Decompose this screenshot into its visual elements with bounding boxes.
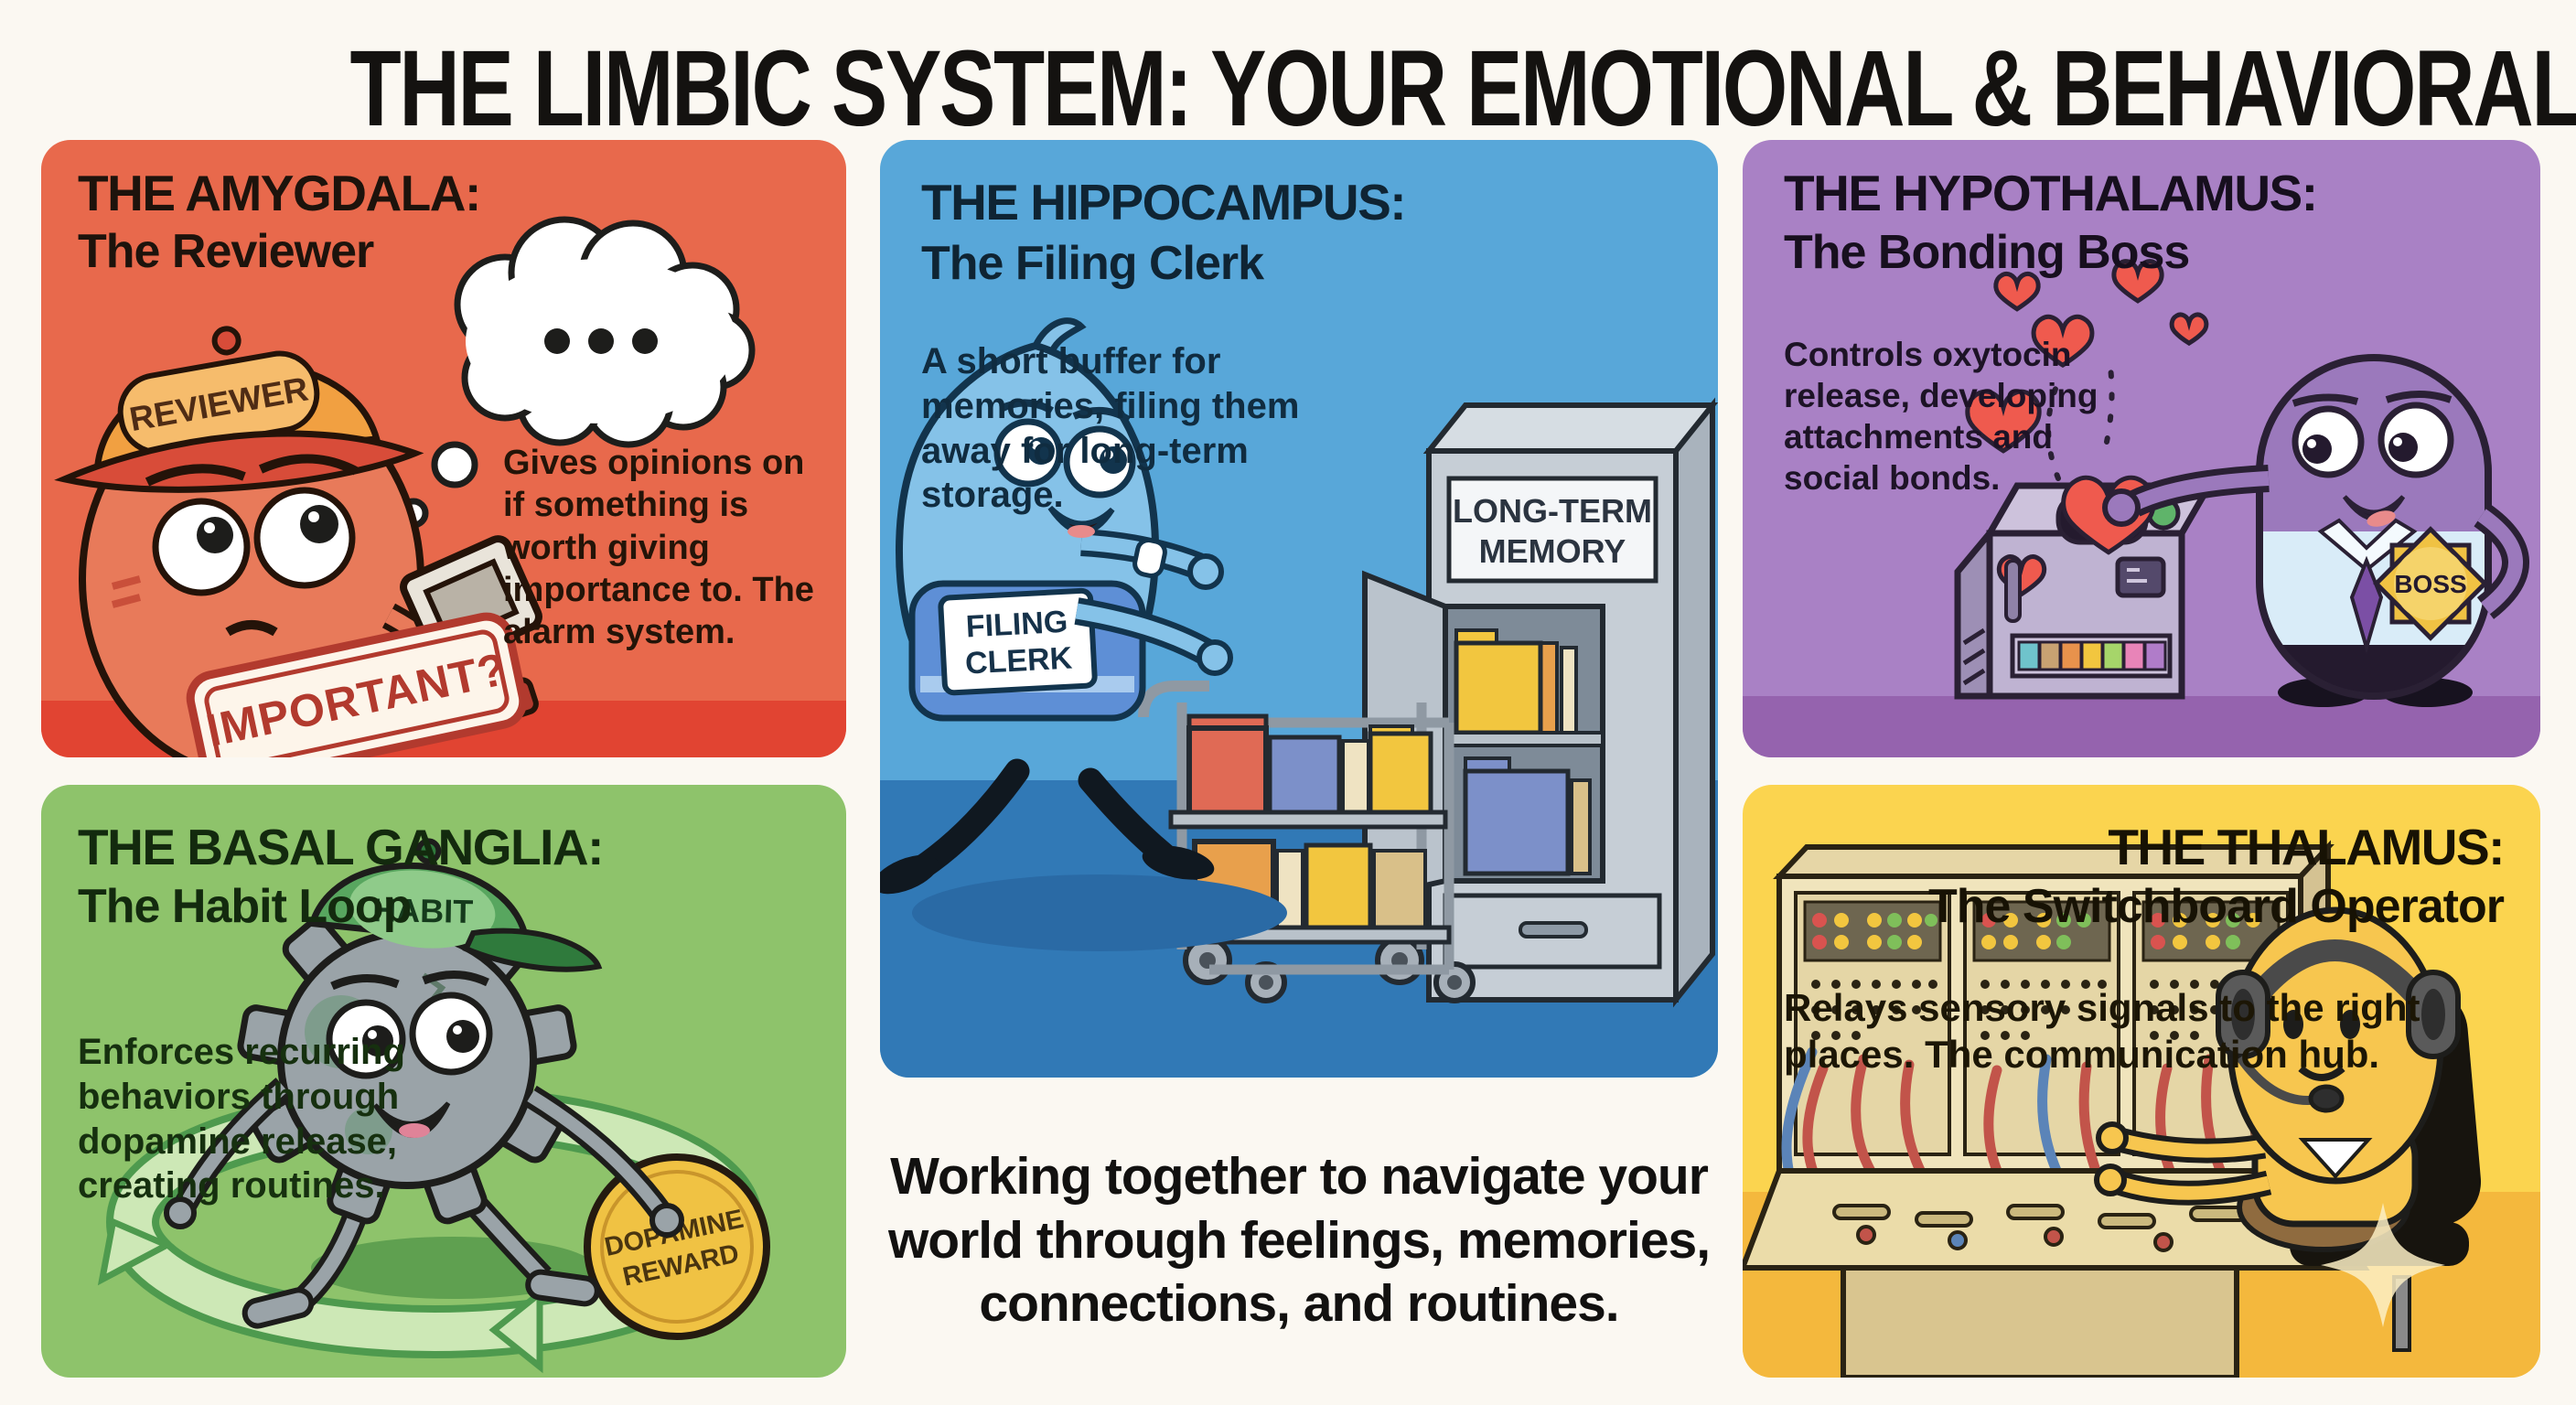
hippocampus-description: A short buffer for memories, filing them… (921, 341, 1300, 516)
habit-cap-icon: HABIT (307, 838, 603, 972)
cap-label: HABIT (372, 891, 474, 930)
basal-ganglia-illustration: DOPAMINE REWARD (97, 838, 770, 1374)
hippocampus-subheading: The Filing Clerk (921, 237, 1264, 290)
hippocampus-illustration: LONG-TERM MEMORY (880, 317, 1718, 1078)
hypothalamus-floor (1743, 696, 2540, 757)
amygdala-heading: THE AMYGDALA: (78, 165, 481, 221)
footer-tagline: Working together to navigate your world … (887, 1147, 1711, 1334)
thalamus-illustration (1743, 840, 2540, 1378)
vest-label-line1: FILING (965, 605, 1068, 645)
hypothalamus-character: BOSS (2102, 354, 2529, 707)
panel-thalamus: THE THALAMUS: The Switchboard Operator R… (1743, 785, 2540, 1378)
hearts-icon (1968, 262, 2208, 552)
boss-face (2292, 391, 2454, 527)
memory-cabinet-icon: LONG-TERM MEMORY (1362, 397, 1718, 1008)
amygdala-description: Gives opinions on if something is worth … (503, 444, 814, 652)
operator-character (2094, 906, 2482, 1352)
hippocampus-heading: THE HIPPOCAMPUS: (921, 174, 1407, 231)
switchboard-icon (1743, 840, 2370, 1378)
basal-ganglia-description: Enforces recurring behaviors through dop… (78, 1032, 405, 1207)
hypothalamus-description: Controls oxytocin release, developing at… (1784, 336, 2098, 498)
sparkle-icon (2321, 1203, 2445, 1327)
amygdala-subheading: The Reviewer (78, 225, 374, 278)
hypothalamus-illustration: BOSS (1743, 140, 2540, 757)
panel-basal-ganglia: DOPAMINE REWARD (41, 785, 846, 1378)
cabinet-sign-line2: MEMORY (1479, 532, 1626, 570)
headphones-icon (2216, 939, 2461, 1113)
thought-bubble-icon (398, 216, 756, 529)
hippocampus-character: FILING CLERK (880, 317, 1287, 951)
basal-ganglia-heading: THE BASAL GANGLIA: (78, 819, 604, 875)
gear-face (326, 970, 493, 1138)
gear-character: HABIT (164, 838, 684, 1329)
thalamus-description: Relays sensory signals to the right plac… (1784, 986, 2420, 1077)
hypothalamus-heading: THE HYPOTHALAMUS: (1784, 165, 2318, 221)
amygdala-face (111, 454, 359, 637)
panel-hypothalamus: BOSS THE HYPOTHALAMUS: The Bonding Boss … (1743, 140, 2540, 757)
operator-face (2283, 1010, 2360, 1081)
basal-ganglia-subheading: The Habit Loop (78, 880, 412, 933)
thalamus-heading: THE THALAMUS: (2108, 819, 2505, 875)
panel-hippocampus: LONG-TERM MEMORY (880, 140, 1718, 1078)
dopamine-coin-icon: DOPAMINE REWARD (584, 1153, 770, 1340)
page-title: THE LIMBIC SYSTEM: YOUR EMOTIONAL & BEHA… (349, 28, 2576, 150)
thalamus-subheading: The Switchboard Operator (1928, 880, 2505, 933)
important-stamp-icon: IMPORTANT? (186, 612, 528, 757)
badge-label: BOSS (2394, 570, 2466, 598)
clerk-face (993, 399, 1136, 538)
cabinet-sign-line1: LONG-TERM (1453, 492, 1652, 530)
vest-label-line2: CLERK (964, 640, 1073, 681)
panel-amygdala: REVIEWER (41, 140, 846, 757)
amygdala-illustration: REVIEWER (41, 216, 846, 757)
boss-badge-icon: BOSS (2373, 526, 2488, 641)
hypothalamus-subheading: The Bonding Boss (1784, 226, 2190, 279)
